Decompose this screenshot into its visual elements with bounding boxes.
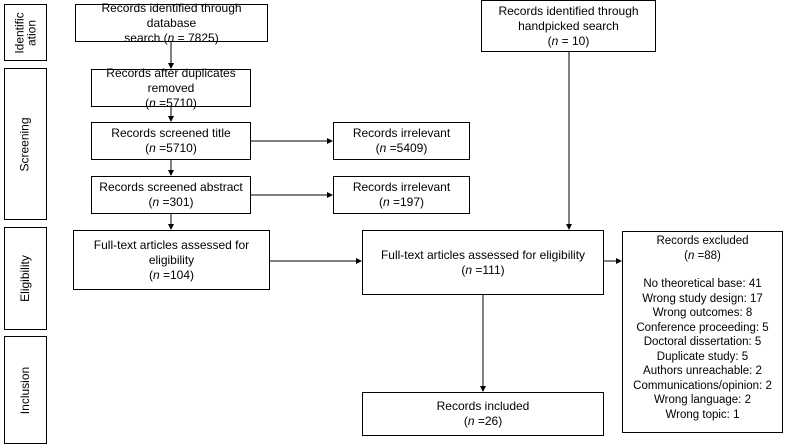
fulltext-assessed-1-line1: Full-text articles assessed for eligibil… — [93, 237, 250, 267]
stage-eligibility: Eligibility — [4, 227, 47, 330]
stage-identification: Identific ation — [4, 4, 47, 61]
exclusion-reason: Conference proceeding: 5 — [636, 321, 769, 334]
irrelevant-title-box: Records irrelevant (n =5409) — [333, 122, 470, 160]
database-search-line1: Records identified through database — [101, 0, 242, 30]
irrelevant-abstract-box: Records irrelevant (n =197) — [333, 176, 470, 214]
exclusion-reason: Doctoral dissertation: 5 — [643, 336, 762, 348]
duplicates-removed-line1: Records after duplicates removed — [106, 65, 236, 95]
irrelevant-abstract-line2: (n =197) — [378, 195, 425, 209]
screened-abstract-line2: (n =301) — [148, 195, 194, 209]
database-search-line2: search (n = 7825) — [124, 30, 219, 45]
exclusion-reason: Authors unreachable: 2 — [643, 365, 762, 377]
irrelevant-title-line1: Records irrelevant — [352, 126, 451, 140]
fulltext-assessed-2-line2: (n =111) — [461, 262, 505, 277]
handpicked-search-line1: Records identified through — [498, 3, 639, 18]
fulltext-assessed-box-2: Full-text articles assessed for eligibil… — [362, 230, 604, 295]
records-included-box: Records included (n =26) — [362, 392, 604, 436]
exclusion-reason: Wrong topic: 1 — [665, 408, 740, 421]
screened-title-line2: (n =5710) — [145, 141, 197, 155]
exclusion-reason: Duplicate study: 5 — [656, 350, 749, 363]
fulltext-assessed-box-1: Full-text articles assessed for eligibil… — [73, 230, 270, 290]
database-search-box: Records identified through database sear… — [75, 0, 268, 45]
screened-title-line1: Records screened title — [111, 126, 231, 140]
handpicked-search-line3: (n = 10) — [547, 33, 590, 48]
exclusion-reason: Communications/opinion: 2 — [633, 379, 772, 392]
screened-abstract-line1: Records screened abstract — [99, 180, 243, 194]
exclusion-reason: Wrong language: 2 — [654, 394, 751, 406]
exclusion-reason: No theoretical base: 41 — [643, 278, 762, 290]
records-included-line1: Records included — [436, 399, 530, 413]
records-excluded-count: (n =88) — [684, 249, 721, 262]
screened-abstract-box: Records screened abstract (n =301) — [91, 176, 251, 214]
records-included-line2: (n =26) — [463, 414, 503, 428]
handpicked-search-box: Records identified through handpicked se… — [481, 0, 656, 52]
stage-inclusion: Inclusion — [4, 336, 47, 444]
records-excluded-box: Records excluded (n =88) No theoretical … — [622, 231, 783, 433]
exclusion-reason: Wrong outcomes: 8 — [652, 307, 753, 319]
records-excluded-title: Records excluded — [656, 235, 749, 247]
stage-screening: Screening — [4, 68, 47, 220]
fulltext-assessed-2-line1: Full-text articles assessed for eligibil… — [380, 247, 586, 262]
fulltext-assessed-1-line2: (n =104) — [148, 267, 195, 282]
irrelevant-title-line2: (n =5409) — [375, 141, 428, 155]
irrelevant-abstract-line1: Records irrelevant — [352, 180, 451, 194]
handpicked-search-line2: handpicked search — [518, 18, 619, 33]
duplicates-removed-line2: (n =5710) — [145, 95, 197, 110]
duplicates-removed-box: Records after duplicates removed (n =571… — [91, 65, 251, 110]
screened-title-box: Records screened title (n =5710) — [91, 122, 251, 160]
exclusion-reason: Wrong study design: 17 — [642, 292, 763, 305]
